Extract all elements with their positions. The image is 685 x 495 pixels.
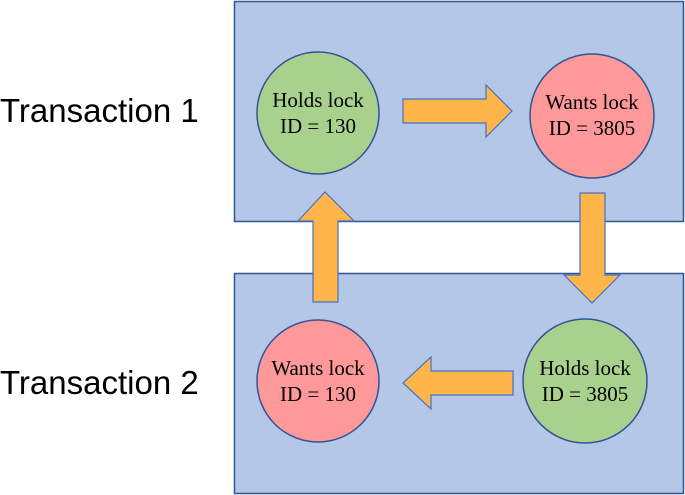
arrow-right-icon	[402, 83, 513, 139]
t1-wants-line2: ID = 3805	[549, 116, 636, 140]
t2-wants-line2: ID = 130	[280, 382, 356, 406]
t1-wants-line1: Wants lock	[545, 90, 639, 114]
t2-holds-line2: ID = 3805	[542, 382, 629, 406]
arrow-left-icon	[402, 355, 514, 411]
transaction-1-label: Transaction 1	[0, 92, 199, 129]
t1-holds-line1: Holds lock	[272, 88, 364, 112]
t1-holds-line2: ID = 130	[280, 114, 356, 138]
t2-holds-node: Holds lock ID = 3805	[522, 318, 648, 444]
arrow-down-icon	[562, 192, 622, 304]
t1-holds-node: Holds lock ID = 130	[256, 51, 380, 175]
transaction-2-label: Transaction 2	[0, 364, 199, 401]
t2-wants-node: Wants lock ID = 130	[256, 319, 380, 443]
t2-holds-line1: Holds lock	[539, 356, 631, 380]
arrow-up-icon	[296, 191, 356, 303]
t1-wants-node: Wants lock ID = 3805	[529, 53, 655, 179]
t2-wants-line1: Wants lock	[271, 356, 365, 380]
